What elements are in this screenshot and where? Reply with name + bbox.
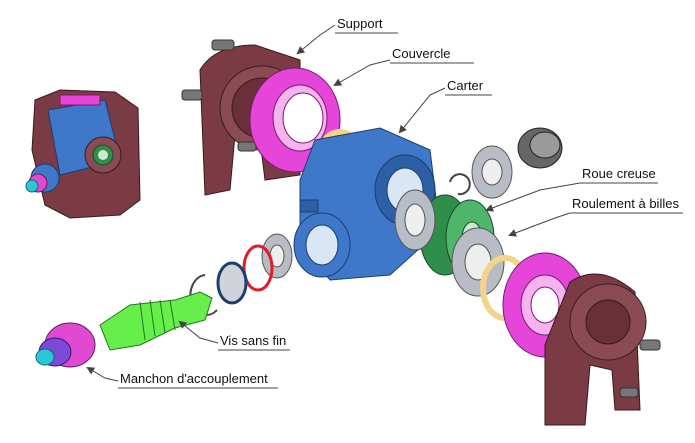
leader-support: [296, 24, 336, 55]
leader-carter: [398, 87, 446, 134]
label-carter: Carter: [447, 78, 484, 93]
bearing-left: [394, 189, 436, 251]
bearing-top: [471, 145, 513, 199]
label-vis-sans-fin: Vis sans fin: [220, 333, 286, 348]
leader-roulement: [508, 212, 571, 237]
cap-top: [517, 127, 563, 169]
label-manchon: Manchon d'accouplement: [120, 371, 268, 386]
label-couvercle: Couvercle: [392, 46, 451, 61]
ring-red: [242, 244, 274, 292]
seal-ring: [216, 261, 248, 305]
manchon-coupling: [35, 322, 96, 368]
circlip-top: [449, 173, 471, 196]
leader-manchon: [86, 366, 119, 382]
support-bottom: [544, 273, 661, 426]
label-support: Support: [337, 16, 383, 31]
couvercle-cover: [249, 67, 341, 173]
assembled-gearbox: [25, 89, 141, 219]
bearing-worm: [261, 233, 293, 279]
label-roulement: Roulement à billes: [572, 196, 679, 211]
vis-sans-fin-worm: [99, 291, 213, 351]
leader-roue-creuse: [485, 182, 581, 212]
label-roue-creuse: Roue creuse: [582, 166, 656, 181]
leader-couvercle: [333, 59, 391, 86]
leader-vis-sans-fin: [178, 320, 219, 344]
